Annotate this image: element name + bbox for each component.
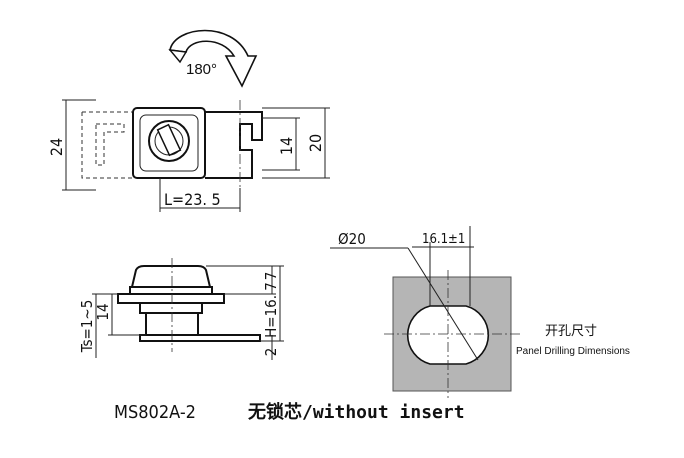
dim-flat: 16.1±1 [422,232,465,247]
panel-drilling [330,226,520,398]
side-view-dimensions [92,265,284,360]
caption-model: MS802A-2 [114,402,196,423]
top-view [81,100,263,188]
dim-ts: Ts=1~5 [78,300,96,354]
rotation-arrow-icon [168,29,258,88]
dim-top: 7 [262,272,280,281]
caption-description: 无锁芯/without insert [248,401,465,423]
dim-body: 14 [94,303,112,320]
dim-slot: 14 [277,137,296,155]
dim-height-right: 20 [306,134,325,152]
side-view [117,258,261,352]
dim-diameter: Ø20 [338,230,366,248]
panel-title-en: Panel Drilling Dimensions [516,346,630,357]
panel-title-cn: 开孔尺寸 [545,323,597,338]
dim-height-outer: 24 [47,138,66,156]
rotation-label: 180° [186,61,217,78]
top-view-dimensions [62,99,330,212]
dim-h: H=16. 7 [262,282,280,338]
dim-length: L=23. 5 [164,190,221,209]
dim-bottom: 2 [262,348,280,357]
